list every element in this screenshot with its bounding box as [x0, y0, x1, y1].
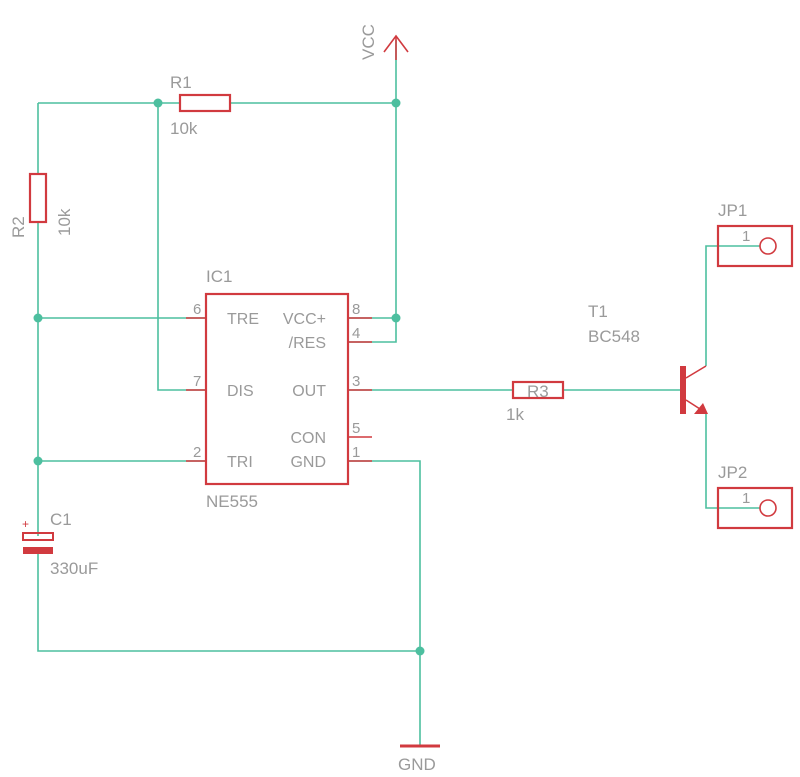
ic1-pin6-number: 6	[193, 301, 201, 318]
jp1-name: JP1	[718, 201, 747, 220]
jp1-body	[716, 224, 794, 268]
jp2-pad-icon	[759, 499, 777, 517]
wire-pin1	[348, 460, 421, 745]
ic1-part: NE555	[206, 492, 258, 511]
junction-vcc-pin8	[391, 313, 401, 323]
t1-part: BC548	[588, 327, 640, 346]
r2-value: 10k	[55, 208, 74, 236]
transistor-emitter-arrow-icon	[694, 403, 708, 414]
jp2-name: JP2	[718, 463, 747, 482]
c1-value: 330uF	[50, 559, 98, 578]
ic1-pin5-name: CON	[290, 430, 326, 447]
resistor-r3[interactable]: R3 1k	[506, 380, 565, 424]
transistor-collector-lead	[685, 365, 707, 379]
ic1-ne555[interactable]: IC1 NE555 6 7 2 8 4 3 5 1 TRE DIS TRI VC…	[186, 267, 372, 511]
jp1-pin-number: 1	[742, 228, 750, 245]
transistor-t1[interactable]: T1 BC548	[588, 302, 708, 414]
ic1-pin1-name: GND	[290, 454, 326, 471]
ic1-pin1-number: 1	[352, 444, 360, 461]
r3-name: R3	[527, 382, 549, 401]
wire-pin7	[157, 103, 206, 391]
capacitor-plate-bottom	[23, 547, 53, 554]
capacitor-plate-top	[22, 532, 54, 541]
ic1-pin3-number: 3	[352, 373, 360, 390]
vcc-label: VCC	[359, 24, 378, 60]
resistor-r1-body	[178, 93, 232, 113]
gnd-label: GND	[398, 755, 436, 774]
ic1-pin7-name: DIS	[227, 383, 254, 400]
transistor-base-bar	[680, 366, 686, 414]
jp1-pad-icon	[759, 237, 777, 255]
connector-jp2[interactable]: 1 JP2	[716, 463, 794, 530]
ground-symbol[interactable]: GND	[398, 744, 440, 774]
r3-value: 1k	[506, 405, 524, 424]
jp2-pin-number: 1	[742, 490, 750, 507]
wires	[37, 40, 768, 745]
ic1-pin4-number: 4	[352, 325, 360, 342]
ic1-pin2-name: TRI	[227, 454, 253, 471]
junction-pin6	[33, 313, 43, 323]
ic1-pin5-number: 5	[352, 420, 360, 437]
junctions	[33, 98, 425, 656]
connector-jp1[interactable]: 1 JP1	[716, 201, 794, 268]
wire-emitter	[705, 412, 768, 509]
ic1-pin8-name: VCC+	[283, 311, 326, 328]
junction-pin2	[33, 456, 43, 466]
t1-name: T1	[588, 302, 608, 321]
resistor-r2-body	[28, 172, 48, 224]
junction-r1-left	[153, 98, 163, 108]
r2-name: R2	[9, 216, 28, 238]
wire-cap-gnd	[37, 553, 420, 652]
ic1-pin4-name: /RES	[289, 335, 326, 352]
ic1-pin3-name: OUT	[292, 383, 326, 400]
ic1-body	[204, 292, 350, 486]
resistor-r2[interactable]: R2 10k	[9, 172, 74, 238]
ic1-pin2-number: 2	[193, 444, 201, 461]
r1-name: R1	[170, 73, 192, 92]
capacitor-c1[interactable]: + C1 330uF	[22, 510, 98, 578]
c1-name: C1	[50, 510, 72, 529]
junction-gnd	[415, 646, 425, 656]
jp2-body	[716, 486, 794, 530]
ic1-pin6-name: TRE	[227, 311, 259, 328]
vcc-supply[interactable]: VCC	[359, 24, 409, 60]
wire-collector	[705, 245, 768, 366]
r1-value: 10k	[170, 119, 198, 138]
junction-vcc-top	[391, 98, 401, 108]
capacitor-polarity: +	[22, 517, 29, 531]
transistor-emitter-lead	[685, 399, 701, 410]
resistor-r1[interactable]: R1 10k	[170, 73, 232, 138]
ic1-pin7-number: 7	[193, 373, 201, 390]
ic1-name: IC1	[206, 267, 232, 286]
resistor-r3-body	[511, 380, 565, 400]
ic1-pin8-number: 8	[352, 301, 360, 318]
